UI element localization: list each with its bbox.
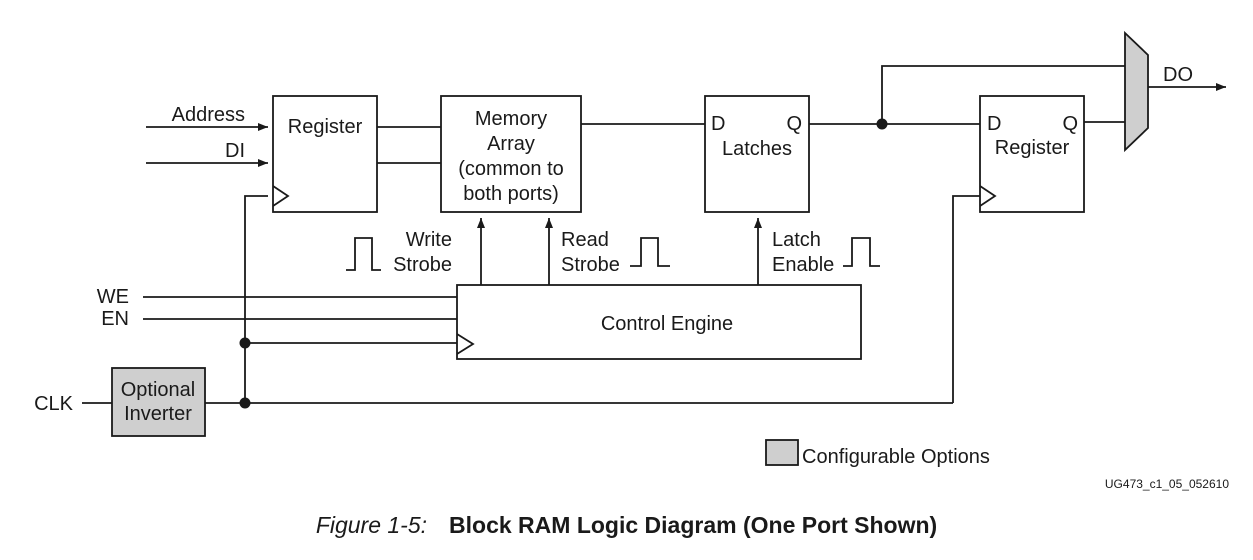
latch-enable-pulse-icon bbox=[843, 237, 880, 267]
output-register-clock-symbol bbox=[979, 185, 997, 207]
input-register-clock-symbol bbox=[272, 185, 290, 207]
input-register-box bbox=[272, 95, 378, 213]
memory-array-line-1: Memory bbox=[475, 108, 547, 130]
optional-inverter-line-1: Optional bbox=[121, 379, 196, 401]
input-register-label: Register bbox=[288, 116, 363, 138]
address-label: Address bbox=[172, 104, 245, 126]
optional-inverter-line-2: Inverter bbox=[124, 403, 192, 425]
memory-array-line-4: both ports) bbox=[463, 183, 559, 205]
block-ram-diagram: Address DI Register Memory Array (common… bbox=[34, 30, 1229, 491]
optional-inverter-box bbox=[111, 367, 206, 437]
read-strobe-label-2: Strobe bbox=[561, 254, 620, 276]
latches-q-label: Q bbox=[786, 113, 802, 135]
write-strobe-label-2: Strobe bbox=[393, 254, 452, 276]
output-register-d-label: D bbox=[987, 113, 1001, 135]
clk-label: CLK bbox=[34, 393, 74, 415]
read-strobe-pulse-icon bbox=[630, 237, 670, 267]
junction-dot-clock-engine bbox=[239, 337, 251, 349]
output-register-q-label: Q bbox=[1062, 113, 1078, 135]
write-strobe-pulse-icon bbox=[346, 237, 381, 271]
read-strobe-label-1: Read bbox=[561, 229, 609, 251]
bypass-to-mux-wire bbox=[881, 65, 1125, 124]
latches-d-label: D bbox=[711, 113, 725, 135]
we-label: WE bbox=[97, 286, 129, 308]
control-engine-clock-symbol bbox=[456, 333, 475, 355]
legend-label: Configurable Options bbox=[802, 446, 990, 468]
do-label: DO bbox=[1163, 64, 1193, 86]
latch-enable-label-1: Latch bbox=[772, 229, 821, 251]
junction-dot-clock-main bbox=[239, 397, 251, 409]
memory-array-line-3: (common to bbox=[458, 158, 564, 180]
di-label: DI bbox=[225, 140, 245, 162]
write-strobe-label-1: Write bbox=[406, 229, 452, 251]
latch-enable-label-2: Enable bbox=[772, 254, 834, 276]
caption-title: Block RAM Logic Diagram (One Port Shown) bbox=[449, 512, 938, 538]
memory-array-line-2: Array bbox=[487, 133, 535, 155]
caption-prefix: Figure 1-5: bbox=[315, 512, 428, 538]
figure-caption: Figure 1-5: Block RAM Logic Diagram (One … bbox=[0, 512, 1253, 539]
clock-to-input-register-wire bbox=[244, 195, 268, 403]
clock-to-output-register-wire bbox=[952, 195, 980, 403]
figure-id: UG473_c1_05_052610 bbox=[1105, 477, 1229, 491]
memory-array-box bbox=[440, 95, 582, 213]
output-register-box bbox=[979, 95, 1085, 213]
control-engine-label: Control Engine bbox=[601, 313, 733, 335]
en-label: EN bbox=[101, 308, 129, 330]
latches-box bbox=[704, 95, 810, 213]
output-mux bbox=[1124, 30, 1149, 153]
control-engine-box bbox=[456, 284, 862, 360]
legend-swatch bbox=[765, 439, 799, 466]
latches-label: Latches bbox=[722, 138, 792, 160]
output-register-label: Register bbox=[995, 137, 1070, 159]
